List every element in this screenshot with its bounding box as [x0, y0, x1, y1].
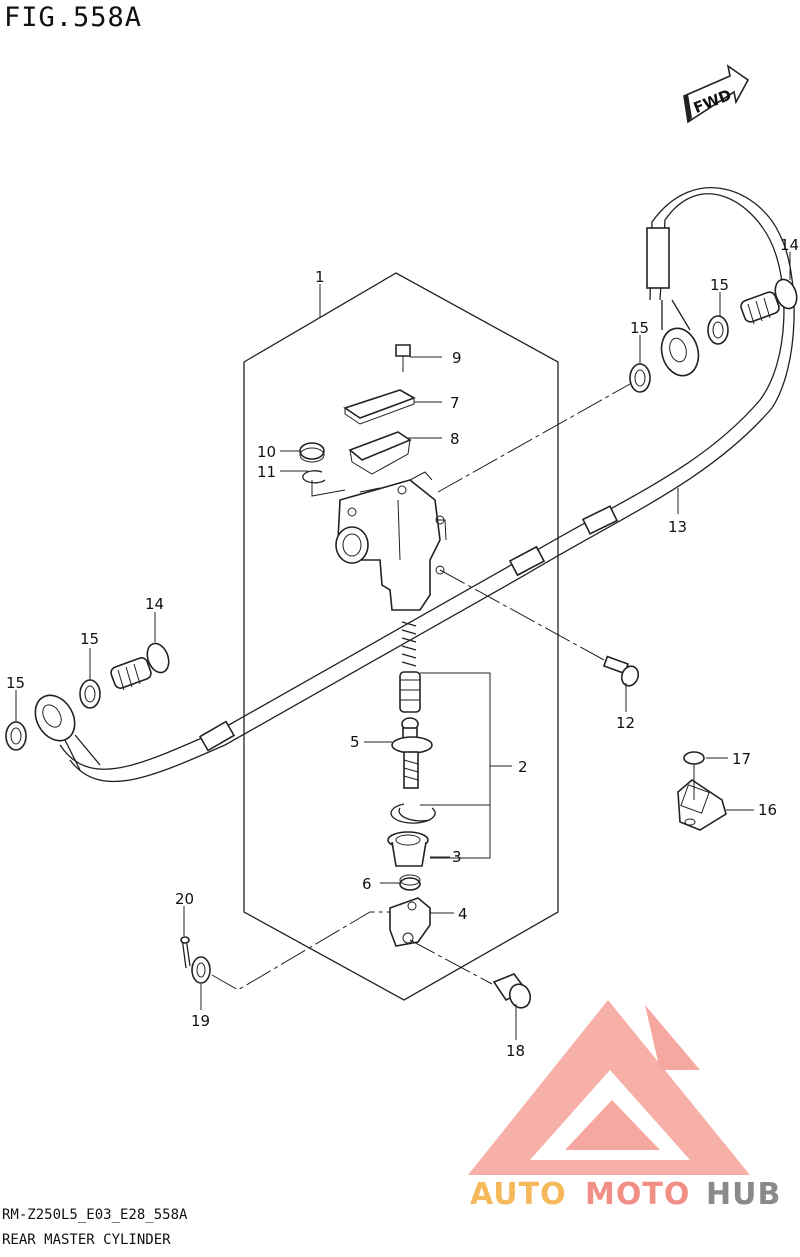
callout-20: 20 [175, 890, 194, 908]
callouts: 1 2 3 4 5 6 7 8 9 10 11 12 13 14 14 15 1… [6, 236, 799, 1060]
callout-9: 9 [452, 349, 462, 367]
callout-11: 11 [257, 463, 276, 481]
callout-2: 2 [518, 758, 528, 776]
brake-hose [34, 187, 795, 783]
assembly-boundary [243, 272, 559, 1001]
master-cylinder-body [335, 471, 447, 611]
circlip-small [302, 470, 326, 484]
callout-19: 19 [191, 1012, 210, 1030]
callout-17: 17 [732, 750, 751, 768]
callout-12: 12 [616, 714, 635, 732]
cotter-pin [180, 936, 191, 969]
figure-code: RM-Z250L5_E03_E28_558A [2, 1207, 188, 1223]
callout-7: 7 [450, 394, 460, 412]
washer-pin [191, 956, 211, 984]
watermark-logo [468, 1000, 750, 1175]
guide-screw [683, 751, 705, 800]
reservoir-screw [395, 344, 411, 372]
callout-6: 6 [362, 875, 372, 893]
callout-13: 13 [668, 518, 687, 536]
push-rod [391, 717, 433, 789]
callout-15-far-right: 15 [710, 276, 729, 294]
watermark-moto: MOTO [585, 1177, 690, 1212]
nut [399, 874, 421, 891]
watermark-auto: AUTO [470, 1177, 567, 1212]
bolt-mount [602, 655, 640, 687]
callout-18: 18 [506, 1042, 525, 1060]
callout-5: 5 [350, 733, 360, 751]
watermark-text: AUTO MOTO HUB [470, 1177, 781, 1212]
washers [5, 315, 729, 751]
callout-14-left: 14 [145, 595, 164, 613]
joint-pin [492, 973, 532, 1009]
callout-3: 3 [452, 848, 462, 866]
union-bolt-right [740, 278, 798, 325]
figure-title: FIG.558A [4, 2, 143, 33]
boot [387, 831, 429, 867]
callout-15-right: 15 [630, 319, 649, 337]
diaphragm [348, 431, 412, 475]
figure-name: REAR MASTER CYLINDER [2, 1232, 171, 1248]
callout-15-far-left: 15 [6, 674, 25, 692]
leader-lines [15, 252, 791, 1040]
filter [299, 442, 325, 463]
reservoir-cap [343, 389, 416, 425]
union-bolt-left [110, 642, 170, 691]
callout-4: 4 [458, 905, 468, 923]
hose-guide [677, 778, 727, 831]
callout-16: 16 [758, 801, 777, 819]
callout-14-right: 14 [780, 236, 799, 254]
callout-10: 10 [257, 443, 276, 461]
fwd-arrow-icon: FWD [683, 64, 750, 124]
callout-1: 1 [315, 268, 325, 286]
callout-8: 8 [450, 430, 460, 448]
spring [399, 621, 421, 713]
joint [389, 897, 431, 947]
watermark-hub: HUB [706, 1177, 781, 1212]
circlip-large [390, 803, 436, 824]
callout-15-left: 15 [80, 630, 99, 648]
